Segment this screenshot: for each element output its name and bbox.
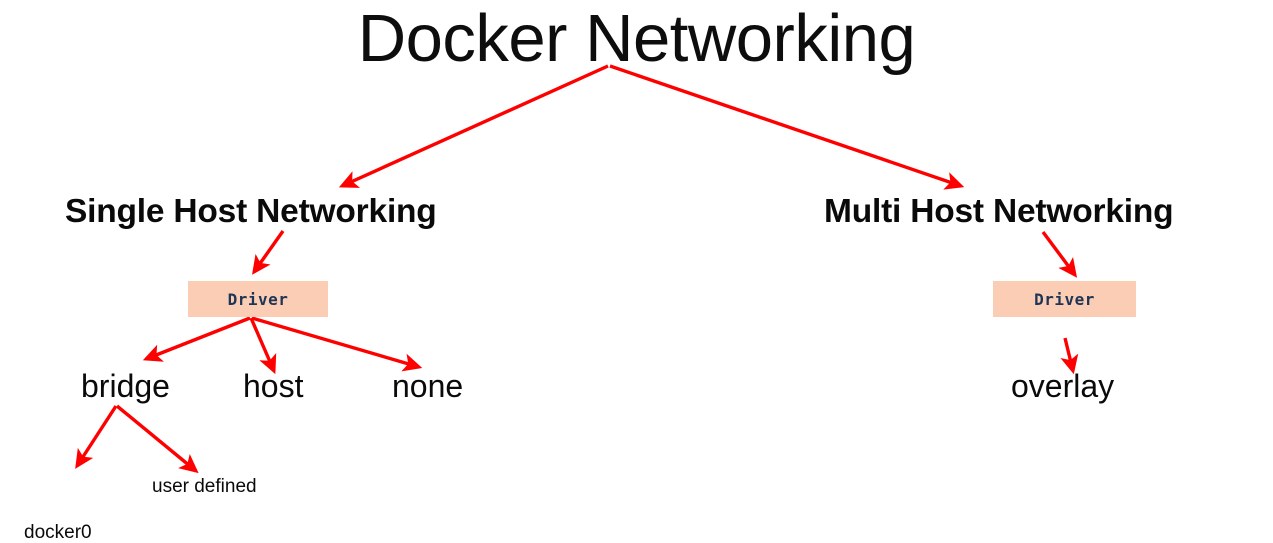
page-title: Docker Networking [357,1,916,76]
driver-box-multi-host: Driver [993,281,1136,317]
arrow-title-to-multi-host [609,64,965,190]
driver-box-label: Driver [1034,289,1095,309]
arrow-title-to-single-host [338,64,609,188]
driver-box-single-host: Driver [188,281,328,317]
leaf-label-bridge: bridge [81,368,170,404]
sublabel-docker0: docker0 (default) [24,475,94,543]
arrow-multi-host-to-driver [1041,230,1078,278]
arrow-single-host-to-driver [252,230,285,275]
branch-label-single-host: Single Host Networking [65,193,437,230]
arrow-bridge-to-user-defined [115,404,199,474]
leaf-label-none: none [392,368,464,404]
arrow-driver-to-none [251,316,423,372]
leaf-label-overlay: overlay [1011,368,1115,404]
leaf-label-host: host [243,368,304,404]
sublabel-user-defined: user defined [152,476,257,497]
driver-box-label: Driver [227,289,289,309]
branch-label-multi-host: Multi Host Networking [824,193,1174,230]
sublabel-docker0-line1: docker0 [24,522,92,543]
arrow-bridge-to-docker0 [75,405,118,469]
arrow-driver-to-host [249,317,277,375]
arrow-driver-to-bridge [142,316,251,362]
